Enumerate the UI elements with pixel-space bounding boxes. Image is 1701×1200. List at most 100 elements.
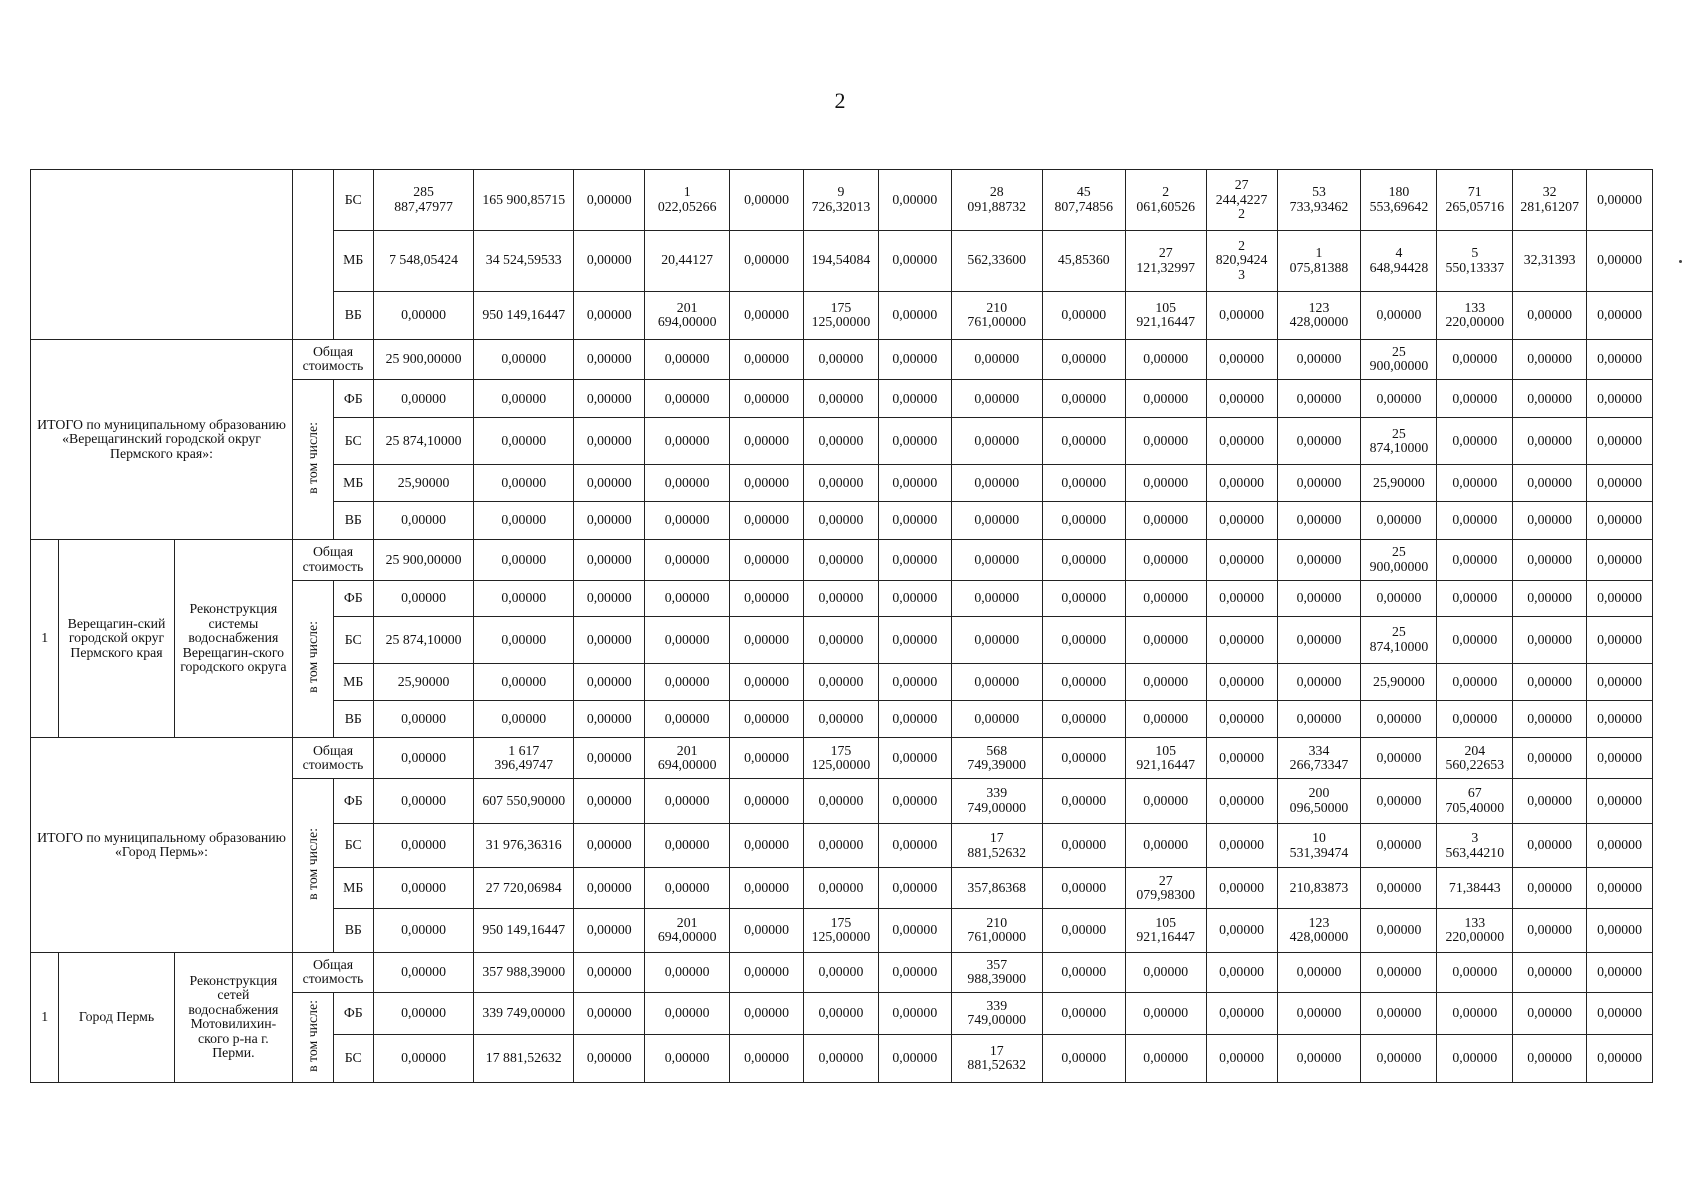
value-cell: 0,00000 [803, 500, 879, 541]
value-cell: 25,90000 [372, 464, 475, 502]
value-cell: 0,00000 [644, 615, 731, 664]
value-cell: 31 976,36316 [473, 822, 575, 869]
value-cell: 0,00000 [1586, 379, 1653, 419]
value-cell: 0,00000 [573, 417, 646, 466]
value-cell: 210 761,00000 [950, 290, 1043, 340]
value-cell: 0,00000 [573, 539, 646, 581]
value-cell: 0,00000 [1276, 700, 1362, 739]
value-cell: 0,00000 [1205, 417, 1278, 466]
value-cell: 0,00000 [473, 539, 575, 581]
value-cell: 0,00000 [573, 1033, 646, 1084]
value-cell: 0,00000 [1205, 379, 1278, 419]
value-cell: 0,00000 [1436, 417, 1514, 466]
value-cell: 1 617 396,49747 [473, 737, 575, 779]
value-cell: 25 900,00000 [1360, 338, 1438, 381]
row-type-total: Общая стоимость [292, 951, 374, 994]
value-cell: 0,00000 [877, 539, 952, 581]
value-cell: 0,00000 [877, 379, 952, 419]
value-cell: 0,00000 [1586, 500, 1653, 541]
value-cell: 0,00000 [1512, 1033, 1588, 1084]
value-cell: 0,00000 [950, 464, 1043, 502]
value-cell: 0,00000 [1041, 907, 1126, 953]
value-cell: 0,00000 [1276, 1033, 1362, 1084]
value-cell: 0,00000 [803, 1033, 879, 1084]
municipality-cell: Верещагин-ский городской округ Пермского… [58, 539, 175, 739]
value-cell: 0,00000 [1586, 777, 1653, 824]
value-cell: 0,00000 [372, 992, 475, 1035]
value-cell: 0,00000 [1124, 822, 1207, 869]
value-cell: 0,00000 [1586, 700, 1653, 739]
value-cell: 0,00000 [1586, 290, 1653, 340]
value-cell: 175 125,00000 [803, 907, 879, 953]
value-cell: 0,00000 [372, 951, 475, 994]
value-cell: 0,00000 [1360, 867, 1438, 909]
value-cell: 45,85360 [1041, 229, 1126, 292]
value-cell: 0,00000 [1276, 992, 1362, 1035]
value-cell: 0,00000 [1276, 464, 1362, 502]
value-cell: 133 220,00000 [1436, 907, 1514, 953]
value-cell: 0,00000 [473, 579, 575, 617]
value-cell: 165 900,85715 [473, 169, 575, 231]
value-cell: 204 560,22653 [1436, 737, 1514, 779]
value-cell: 0,00000 [877, 1033, 952, 1084]
total-title: ИТОГО по муниципальному образованию «Вер… [29, 338, 294, 541]
value-cell: 0,00000 [372, 700, 475, 739]
value-cell: 0,00000 [1436, 615, 1514, 664]
value-cell: 0,00000 [1205, 464, 1278, 502]
including-label-text: в том числе: [304, 421, 320, 494]
value-cell: 0,00000 [877, 822, 952, 869]
value-cell: 0,00000 [573, 464, 646, 502]
value-cell: 0,00000 [1512, 822, 1588, 869]
value-cell: 0,00000 [1512, 737, 1588, 779]
value-cell: 0,00000 [1124, 662, 1207, 702]
value-cell: 25 874,10000 [372, 417, 475, 466]
value-cell: 2 820,9424 3 [1205, 229, 1278, 292]
scan-dot [1679, 260, 1682, 263]
value-cell: 25 874,10000 [1360, 417, 1438, 466]
value-cell: 0,00000 [803, 777, 879, 824]
value-cell: 0,00000 [573, 700, 646, 739]
value-cell: 0,00000 [729, 907, 804, 953]
value-cell: 0,00000 [372, 1033, 475, 1084]
value-cell: 0,00000 [1586, 464, 1653, 502]
value-cell: 0,00000 [1276, 500, 1362, 541]
value-cell: 194,54084 [803, 229, 879, 292]
table-row: ИТОГО по муниципальному образованию «Гор… [29, 737, 1653, 953]
value-cell: 0,00000 [1041, 579, 1126, 617]
value-cell: 0,00000 [1276, 379, 1362, 419]
value-cell: 25 874,10000 [1360, 615, 1438, 664]
value-cell: 0,00000 [1205, 500, 1278, 541]
value-cell: 0,00000 [1512, 539, 1588, 581]
value-cell: 0,00000 [877, 867, 952, 909]
value-cell: 0,00000 [729, 290, 804, 340]
value-cell: 0,00000 [729, 338, 804, 381]
value-cell: 950 149,16447 [473, 290, 575, 340]
value-cell: 0,00000 [729, 822, 804, 869]
value-cell: 0,00000 [1512, 579, 1588, 617]
value-cell: 0,00000 [803, 662, 879, 702]
value-cell: 0,00000 [877, 290, 952, 340]
value-cell: 0,00000 [877, 951, 952, 994]
row-type: ВБ [332, 700, 374, 739]
value-cell: 0,00000 [1360, 951, 1438, 994]
value-cell: 0,00000 [1041, 417, 1126, 466]
value-cell: 27 121,32997 [1124, 229, 1207, 292]
value-cell: 0,00000 [803, 579, 879, 617]
value-cell: 0,00000 [573, 777, 646, 824]
value-cell: 0,00000 [877, 737, 952, 779]
value-cell: 17 881,52632 [473, 1033, 575, 1084]
row-type: БС [332, 615, 374, 664]
value-cell: 0,00000 [1512, 867, 1588, 909]
value-cell: 0,00000 [1124, 379, 1207, 419]
value-cell: 201 694,00000 [644, 907, 731, 953]
value-cell: 339 749,00000 [950, 777, 1043, 824]
value-cell: 0,00000 [1124, 951, 1207, 994]
value-cell: 0,00000 [729, 1033, 804, 1084]
value-cell: 25 900,00000 [1360, 539, 1438, 581]
value-cell: 0,00000 [1205, 907, 1278, 953]
value-cell: 0,00000 [1041, 464, 1126, 502]
value-cell: 0,00000 [1586, 539, 1653, 581]
value-cell: 0,00000 [573, 662, 646, 702]
